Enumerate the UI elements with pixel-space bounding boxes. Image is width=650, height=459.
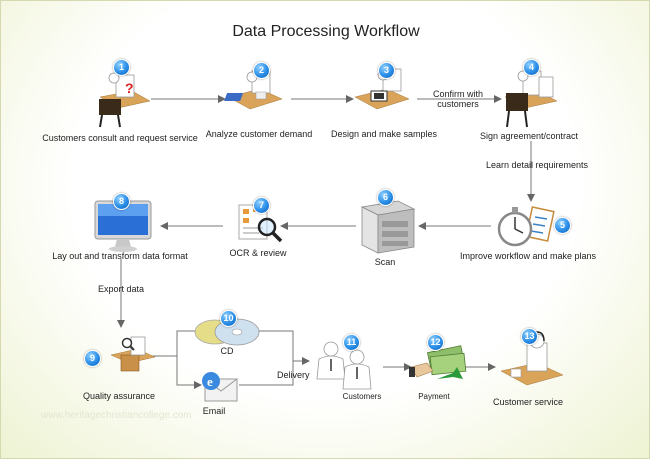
- step-badge: 1: [113, 59, 130, 76]
- consultation-icon: ?: [99, 72, 151, 128]
- step-label: Design and make samples: [330, 129, 438, 139]
- step-label: Payment: [418, 392, 450, 401]
- step-badge: 4: [523, 59, 540, 76]
- step-label: Scan: [374, 257, 396, 267]
- step-label: Improve workflow and make plans: [459, 251, 597, 261]
- ocr-magnifier-icon: [238, 204, 283, 243]
- step-badge: 5: [554, 217, 571, 234]
- confirm-label: Confirm with customers: [432, 89, 483, 109]
- email-label: Email: [202, 406, 226, 416]
- cd-label: CD: [220, 346, 234, 356]
- export-label: Export data: [98, 284, 145, 294]
- customers-icon: [316, 341, 372, 390]
- scanner-icon: [360, 200, 416, 254]
- step-label: OCR & review: [229, 248, 287, 258]
- step-badge: 13: [521, 328, 538, 345]
- step-label: Lay out and transform data format: [52, 251, 188, 261]
- step-badge: 11: [343, 334, 360, 351]
- step-label: Customers consult and request service: [42, 133, 198, 143]
- step-badge: 8: [113, 193, 130, 210]
- contract-signing-icon: [504, 70, 558, 128]
- step-badge: 12: [427, 334, 444, 351]
- delivery-label: Delivery: [277, 370, 310, 380]
- payment-icon: [409, 345, 467, 379]
- stopwatch-clipboard-icon: [497, 206, 555, 247]
- watermark-text: www.heritagechristiancollege.com: [41, 410, 192, 421]
- step-label: Analyze customer demand: [205, 129, 313, 139]
- step-badge: 10: [220, 310, 237, 327]
- step-badge: 9: [84, 350, 101, 367]
- step-badge: 2: [253, 62, 270, 79]
- step-label: Sign agreement/contract: [479, 131, 579, 141]
- step-badge: 3: [378, 62, 395, 79]
- svg-text:e: e: [207, 374, 213, 389]
- step-badge: 7: [253, 197, 270, 214]
- customer-service-icon: [500, 331, 564, 386]
- arrow-email-delivery: [239, 356, 294, 386]
- arrow-9-email: [176, 356, 202, 389]
- step-label: Quality assurance: [82, 391, 156, 401]
- step-badge: 6: [377, 189, 394, 206]
- quality-assurance-icon: [110, 336, 156, 372]
- svg-text:?: ?: [125, 80, 134, 96]
- diagram-title: Data Processing Workflow: [232, 23, 420, 40]
- learn-label: Learn detail requirements: [486, 160, 589, 170]
- step-label: Customer service: [492, 397, 564, 407]
- arrow-9-split: [151, 327, 210, 357]
- monitor-icon: [94, 200, 152, 252]
- email-icon: e: [202, 372, 238, 402]
- step-label: Customers: [342, 392, 382, 401]
- arrow-cd-delivery: [259, 330, 294, 356]
